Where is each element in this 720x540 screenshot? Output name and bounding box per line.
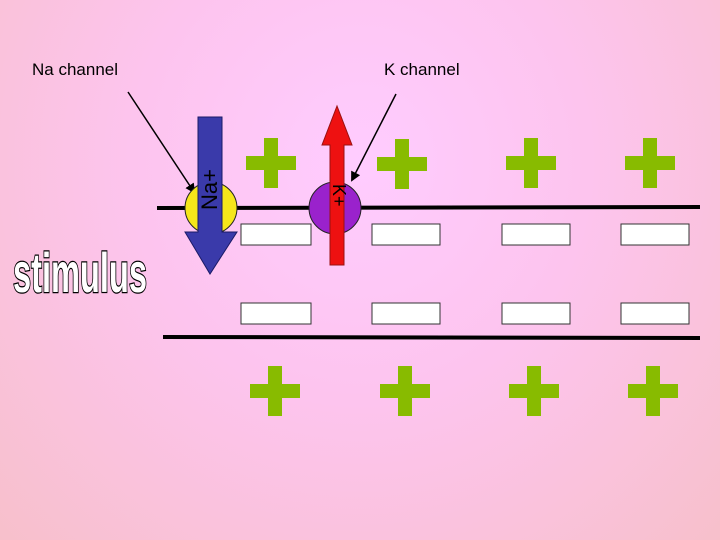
bottom-plus-signs xyxy=(250,366,678,416)
plus-sign xyxy=(246,138,296,188)
na-ion-label: Na+ xyxy=(197,169,222,210)
plus-sign xyxy=(506,138,556,188)
negative-charge xyxy=(620,223,690,246)
negative-charge xyxy=(371,302,441,325)
k-channel-label: K channel xyxy=(384,60,460,79)
k-efflux-arrow xyxy=(321,104,353,266)
na-channel-label: Na channel xyxy=(32,60,118,79)
negative-charge xyxy=(371,223,441,246)
negative-charge xyxy=(240,302,312,325)
k-channel-pointer xyxy=(351,93,397,182)
na-channel-pointer xyxy=(127,91,196,194)
stimulus-label: stimulus xyxy=(13,242,147,304)
plus-sign xyxy=(625,138,675,188)
plus-sign xyxy=(628,366,678,416)
negative-charge xyxy=(501,302,571,325)
plus-sign xyxy=(250,366,300,416)
membrane-bottom-line xyxy=(162,335,701,340)
membrane-top-line xyxy=(156,205,701,210)
negative-charge xyxy=(501,223,571,246)
plus-sign xyxy=(509,366,559,416)
negative-charge xyxy=(620,302,690,325)
inside-negative-charges xyxy=(240,223,690,325)
negative-charge xyxy=(240,223,312,246)
plus-sign xyxy=(380,366,430,416)
na-influx-arrow xyxy=(184,116,238,275)
top-plus-signs xyxy=(246,138,675,189)
plus-sign xyxy=(377,139,427,189)
k-ion-label: K+ xyxy=(329,184,349,207)
